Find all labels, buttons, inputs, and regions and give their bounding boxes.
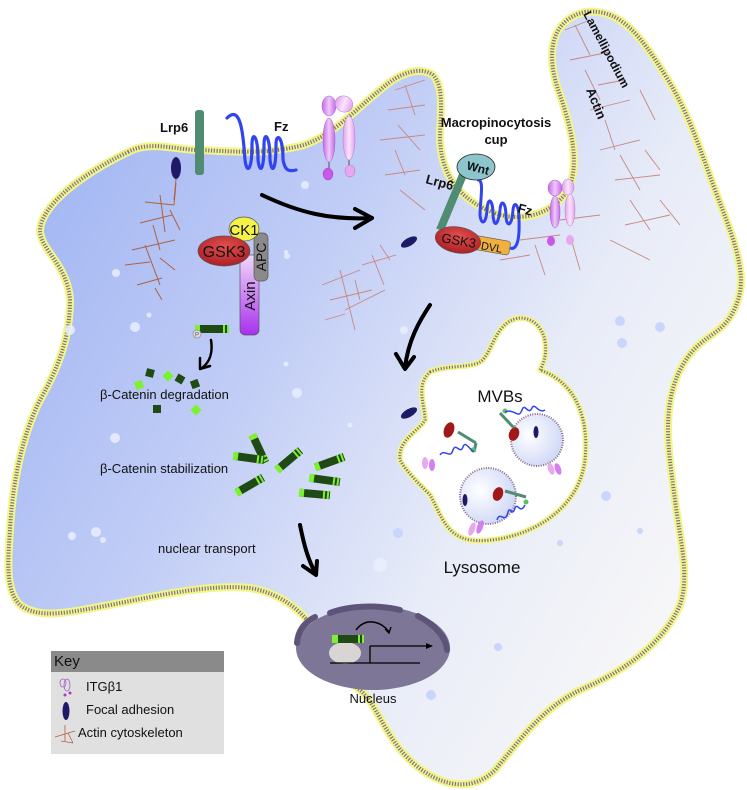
ck1-label: CK1 xyxy=(229,222,258,239)
destruction-complex: CK1 GSK3 APC Axin xyxy=(197,216,269,336)
endocytosis-arrow xyxy=(260,193,374,221)
degradation-arrow xyxy=(200,338,213,370)
degradation-label: β-Catenin degradation xyxy=(100,387,229,402)
mvb-vesicle xyxy=(510,413,564,467)
beta-catenin xyxy=(234,474,265,497)
beta-catenin xyxy=(274,447,304,474)
macropinocytosis-label-2: cup xyxy=(484,132,507,147)
fz-right-label: Fz xyxy=(516,200,534,218)
lrp6-receptor-left xyxy=(195,110,204,175)
phospho-label: P xyxy=(195,333,199,339)
key-label-integrin: ITGβ1 xyxy=(86,679,123,694)
lrp6-left-label: Lrp6 xyxy=(160,120,188,135)
integrin-receptor-left xyxy=(321,95,356,181)
key-item-actin: Actin cytoskeleton xyxy=(51,723,224,745)
fz-left-label: Fz xyxy=(274,119,289,134)
key-item-focal-adhesion: Focal adhesion xyxy=(51,700,224,722)
key-title: Key xyxy=(51,651,224,672)
key-label-focal-adhesion: Focal adhesion xyxy=(86,702,175,717)
wnt-ligand xyxy=(456,153,496,181)
dvl-label: DVL xyxy=(480,240,503,256)
internalization-arrow xyxy=(403,303,432,370)
focal-adhesion-left xyxy=(171,157,181,179)
actin-icon xyxy=(54,725,76,744)
integrin-icon xyxy=(59,678,72,697)
gsk3-protein xyxy=(197,235,251,267)
stabilization-label: β-Catenin stabilization xyxy=(100,461,228,476)
key-label-actin: Actin cytoskeleton xyxy=(78,725,183,740)
wnt-label: Wnt xyxy=(465,158,491,177)
focal-adhesion-mvb xyxy=(400,407,418,419)
stabilized-beta-catenins xyxy=(232,432,346,500)
nuclear-transport-label: nuclear transport xyxy=(158,541,256,556)
beta-catenin xyxy=(298,488,331,500)
nucleus xyxy=(294,603,450,690)
mvb-vesicle xyxy=(459,467,517,525)
gsk3-right-label: GSK3 xyxy=(440,230,477,251)
plasma-membrane xyxy=(4,7,745,789)
mvbs-label: MVBs xyxy=(477,387,522,406)
actin-cytoskeleton-center xyxy=(321,244,397,331)
gsk3-label: GSK3 xyxy=(203,244,246,261)
axin-label: Axin xyxy=(242,281,259,310)
nuclear-transport-arrow xyxy=(298,523,318,576)
lysosome-label: Lysosome xyxy=(444,558,521,577)
apc-label: APC xyxy=(253,243,269,272)
actin-cytoskeleton-protrusion xyxy=(379,19,681,276)
lrp6-right-label: Lrp6 xyxy=(424,171,455,193)
macropinocytosis-complex: Wnt DVL GSK3 Lrp6 Fz xyxy=(424,153,535,256)
lysosome xyxy=(396,315,589,544)
apc-protein xyxy=(253,232,269,282)
macropinocytosis-label-1: Macropinocytosis xyxy=(441,115,552,130)
focal-adhesion-icon xyxy=(62,702,70,720)
beta-catenin xyxy=(232,451,265,465)
key-legend: Key ITGβ1 Focal adhesion Actin cytoskele… xyxy=(51,651,224,754)
degraded-beta-catenin-fragments xyxy=(133,368,202,416)
phosphorylated-beta-catenin: P xyxy=(192,325,229,339)
gsk3-protein-right xyxy=(434,226,482,254)
beta-catenin xyxy=(313,453,346,472)
focal-adhesion-center xyxy=(400,236,418,248)
key-item-integrin: ITGβ1 xyxy=(51,677,224,699)
frizzled-receptor-left xyxy=(225,113,298,173)
beta-catenin xyxy=(308,473,341,487)
nucleus-label: Nucleus xyxy=(350,691,397,706)
integrin-receptor-right xyxy=(547,178,576,246)
